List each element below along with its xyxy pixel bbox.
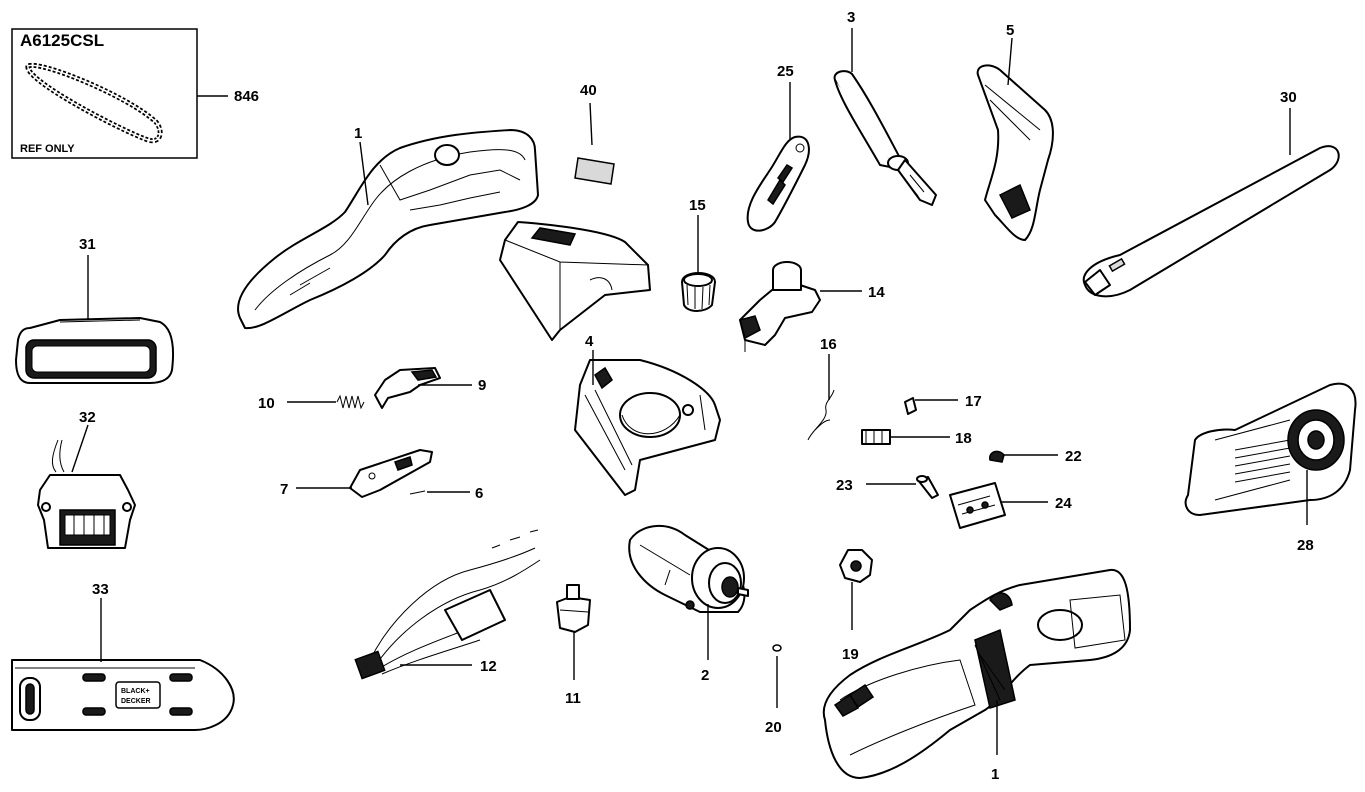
- spring: [336, 394, 365, 410]
- motor-assembly: [628, 524, 749, 613]
- label-18: 18: [955, 430, 972, 447]
- label-31: 31: [79, 236, 96, 253]
- label-14: 14: [868, 284, 885, 301]
- control-board: [949, 482, 1006, 529]
- label-6: 6: [475, 485, 483, 502]
- label-9: 9: [478, 377, 486, 394]
- label-19: 19: [842, 646, 859, 663]
- terminal-block: [861, 429, 891, 445]
- side-cover: [1184, 382, 1357, 516]
- guide-bar: [1082, 145, 1340, 298]
- kit-model-label: A6125CSL: [20, 31, 104, 50]
- wire-clip: [807, 389, 835, 441]
- spring-pin: [989, 450, 1005, 463]
- brand-line-2: DECKER: [121, 698, 151, 705]
- battery-pack: [15, 317, 175, 384]
- label-1-bottom: 1: [991, 766, 999, 783]
- label-20: 20: [765, 719, 782, 736]
- tension-knob: [839, 549, 873, 583]
- hand-guard: [976, 64, 1054, 241]
- chain-loop: [25, 62, 163, 144]
- label-22: 22: [1065, 448, 1082, 465]
- label-28: 28: [1297, 537, 1314, 554]
- screw: [916, 475, 939, 499]
- label-10: 10: [258, 395, 275, 412]
- label-11: 11: [565, 690, 581, 707]
- label-16: 16: [820, 336, 837, 353]
- kit-note-label: REF ONLY: [20, 143, 75, 155]
- oil-cap: [681, 272, 716, 312]
- leader-5: [1007, 37, 1013, 86]
- bar-scabbard: BLACK+ DECKER: [11, 659, 235, 731]
- label-32: 32: [79, 409, 96, 426]
- label-15: 15: [689, 197, 706, 214]
- label-7: 7: [280, 481, 288, 498]
- label-24: 24: [1055, 495, 1072, 512]
- trigger: [349, 449, 433, 498]
- housing-half-bottom: [822, 568, 1131, 779]
- gear-housing: [574, 359, 721, 496]
- leader-40: [589, 102, 593, 146]
- label-plate: [574, 157, 615, 185]
- brand-line-1: BLACK+: [121, 688, 150, 695]
- leader-1-top: [359, 141, 369, 206]
- label-1-top: 1: [354, 125, 362, 142]
- label-5: 5: [1006, 22, 1014, 39]
- lock-lever: [746, 135, 810, 232]
- screw-small: [904, 397, 917, 415]
- label-23: 23: [836, 477, 853, 494]
- housing-half-top: [237, 129, 539, 330]
- oil-tank: [739, 261, 821, 352]
- label-25: 25: [777, 63, 794, 80]
- o-ring: [772, 644, 782, 652]
- label-40: 40: [580, 82, 597, 99]
- label-4: 4: [585, 333, 594, 350]
- label-33: 33: [92, 581, 109, 598]
- leader-32: [71, 424, 89, 473]
- pin: [409, 490, 426, 495]
- label-30: 30: [1280, 89, 1297, 106]
- charger: [37, 439, 136, 549]
- label-3: 3: [847, 9, 855, 26]
- front-handle: [833, 70, 937, 206]
- label-17: 17: [965, 393, 982, 410]
- motor-cover: [499, 221, 651, 341]
- label-2: 2: [701, 667, 709, 684]
- lock-off-button: [374, 367, 441, 409]
- switch: [556, 584, 591, 633]
- ref-846-label: 846: [234, 88, 259, 105]
- wiring-harness: [354, 529, 541, 680]
- kit-box: A6125CSL REF ONLY 846: [11, 28, 259, 159]
- label-12: 12: [480, 658, 497, 675]
